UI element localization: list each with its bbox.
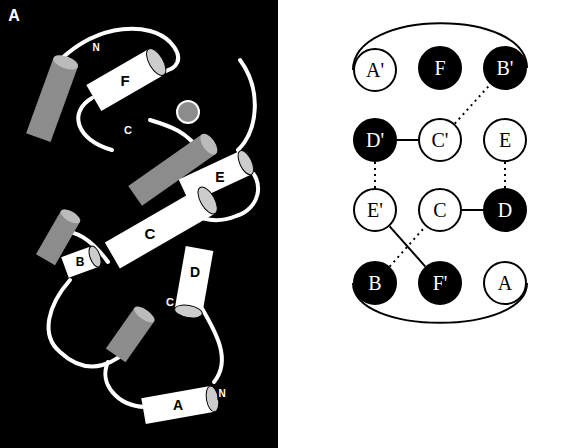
helix-name: E [499, 130, 511, 150]
helix-circle-dark: F [418, 46, 462, 90]
helix-label: C [144, 225, 157, 242]
helix-label: A [172, 397, 184, 413]
helix-circle-dark: B [353, 261, 397, 305]
solid-contact-line [397, 139, 418, 141]
helix-label: C [165, 296, 175, 309]
helix-name: E' [367, 200, 383, 220]
helix-name: C' [432, 130, 449, 150]
helix-label: E [214, 169, 225, 185]
helix-name: F' [433, 273, 448, 293]
helix-label: N [217, 388, 226, 400]
dotted-contact-line [455, 84, 491, 123]
panel-letter: A [7, 7, 21, 25]
helix-circle-dark: B' [483, 46, 527, 90]
helix-label: B [75, 255, 86, 269]
helix-circle-dark: D [483, 188, 527, 232]
helix-name: B [368, 273, 381, 293]
packing-outline [353, 23, 527, 323]
helix-circle-light: A' [353, 48, 397, 92]
helix-label: D [189, 264, 201, 280]
helix-name: B' [497, 58, 514, 78]
helix-label: N [91, 42, 100, 54]
solid-contact-line [462, 209, 483, 211]
helix-circle-light: E' [353, 188, 397, 232]
helix-label: F [119, 72, 130, 89]
helix-circle-light: E [483, 118, 527, 162]
dotted-contact-line [504, 162, 506, 188]
helix-name: D [498, 200, 512, 220]
helix-name: A' [366, 60, 384, 80]
helix-circle-light: A [483, 261, 527, 305]
helix-circle-dark: F' [418, 261, 462, 305]
helix-circle-dark: D' [353, 118, 397, 162]
helix-name: D' [366, 130, 384, 150]
helix-name: C [433, 200, 446, 220]
dotted-contact-line [374, 162, 376, 188]
helix-circle-light: C [418, 188, 462, 232]
dotted-contact-line [390, 226, 426, 266]
helix-label: C [123, 124, 133, 137]
helix-name: A [498, 273, 512, 293]
solid-contact-line [390, 226, 426, 266]
helix-circle-light: C' [418, 118, 462, 162]
helix-name: F [434, 58, 445, 78]
